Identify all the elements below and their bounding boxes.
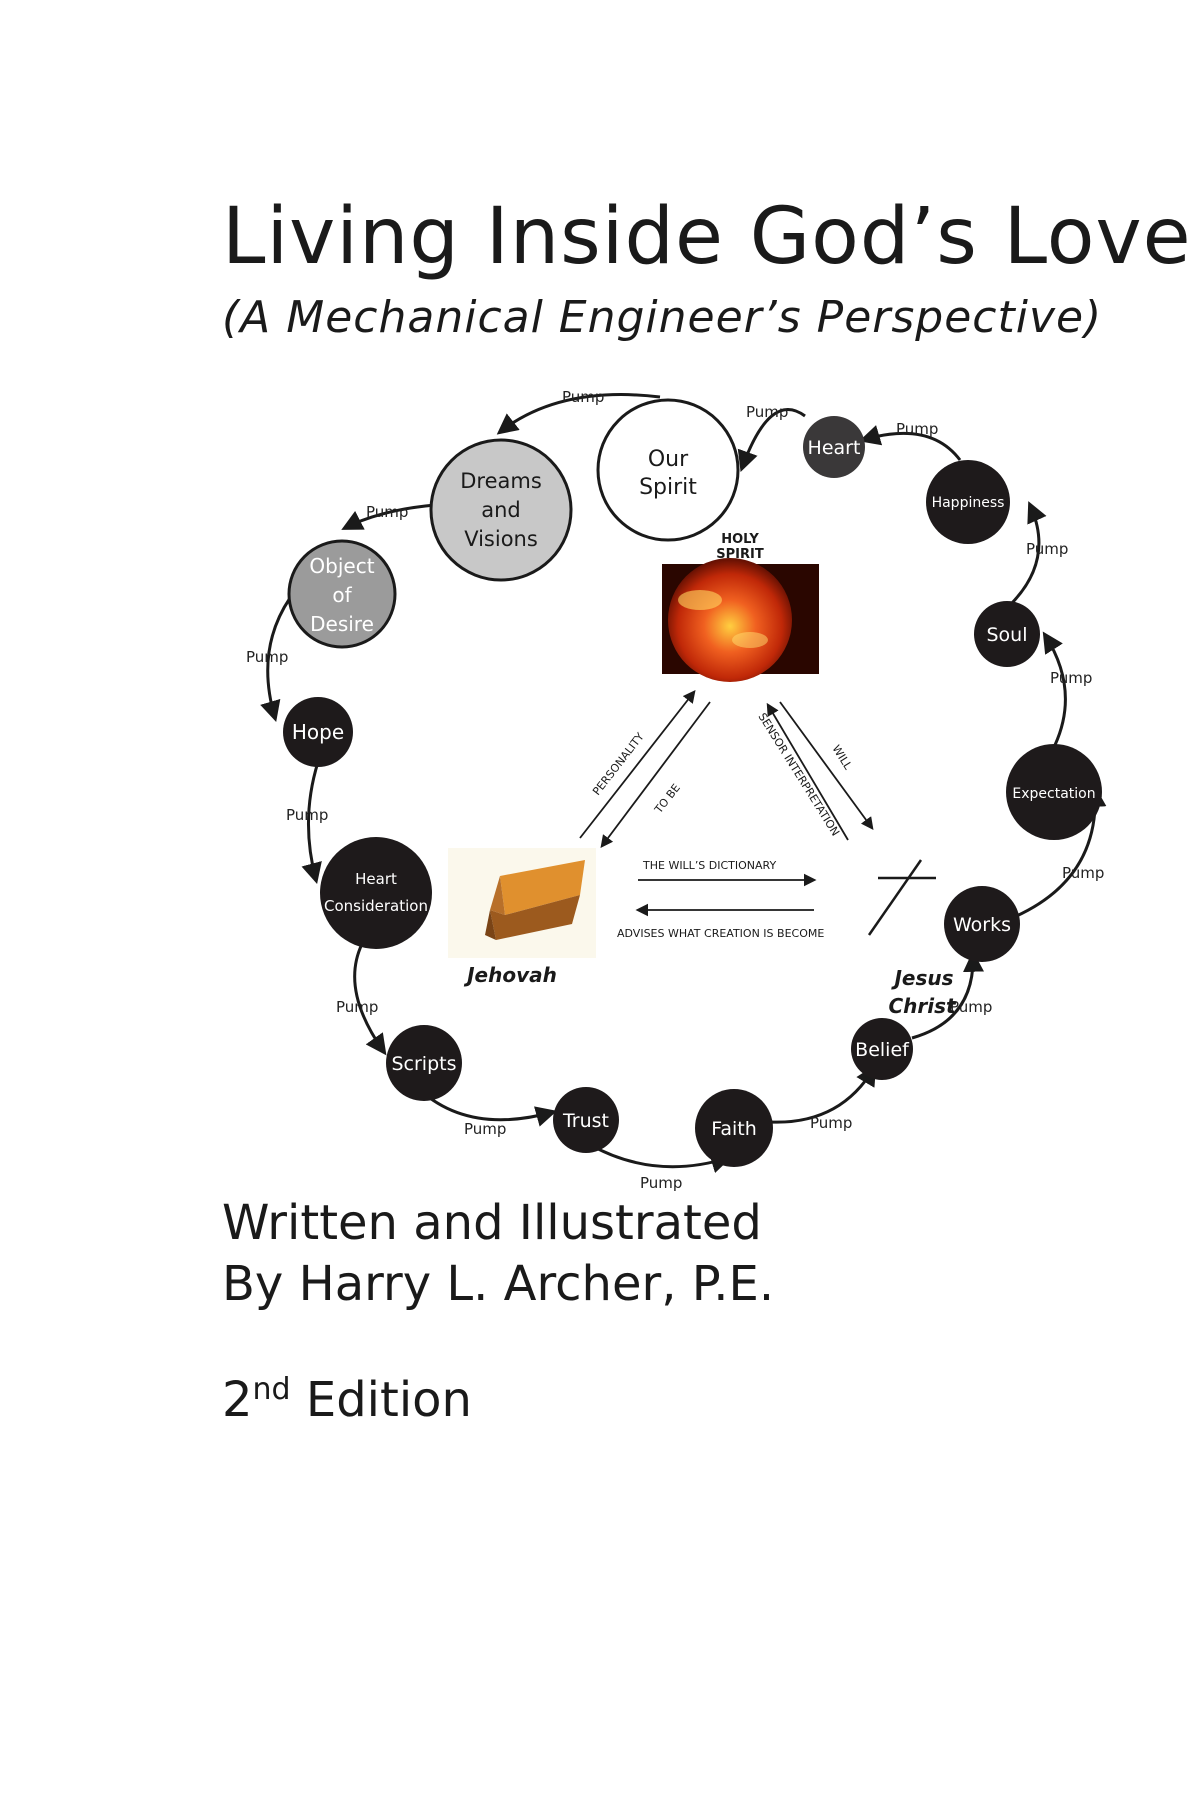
node-heart-consideration: Heart Consideration — [320, 837, 432, 949]
jesus-christ-block: Jesus Christ — [867, 859, 957, 1018]
node-label: Soul — [986, 624, 1027, 646]
pump-label: Pump — [336, 998, 378, 1016]
jehovah-label: Jehovah — [463, 963, 557, 987]
node-heart: Heart — [803, 416, 865, 478]
edition-label: 2nd Edition — [222, 1372, 472, 1428]
node-label: Dreams — [460, 469, 542, 493]
pump-label: Pump — [950, 998, 992, 1016]
node-label: of — [332, 583, 352, 607]
pump-label: Pump — [286, 806, 328, 824]
node-label: Consideration — [324, 897, 428, 915]
node-dreams-and-visions: Dreams and Visions — [429, 438, 573, 582]
node-our-spirit: Our Spirit — [596, 398, 740, 542]
edition-suffix: nd — [252, 1372, 291, 1407]
jehovah-block: Jehovah — [448, 848, 596, 987]
gold-bar-icon — [485, 860, 585, 940]
will-label: WILL — [829, 743, 854, 773]
node-label: Works — [953, 914, 1011, 936]
node-label: Heart — [808, 437, 861, 459]
node-label: Desire — [310, 612, 374, 636]
pump-label: Pump — [1050, 669, 1092, 687]
node-label: Object — [309, 554, 374, 578]
node-faith: Faith — [695, 1089, 773, 1167]
node-label: Heart — [355, 870, 397, 888]
pump-label: Pump — [896, 420, 938, 438]
pump-label: Pump — [1062, 864, 1104, 882]
jesus-label: Jesus — [890, 966, 953, 990]
connector-soul-happiness — [1008, 501, 1047, 607]
pump-label: Pump — [746, 403, 788, 421]
node-label: Scripts — [391, 1053, 456, 1075]
holy-spirit-label: HOLY — [721, 532, 759, 547]
edition-word: Edition — [290, 1372, 472, 1428]
wills-dictionary-label: THE WILL’S DICTIONARY — [642, 859, 777, 872]
node-label: Expectation — [1012, 786, 1095, 802]
to-be-label: TO BE — [652, 782, 683, 817]
connector-expectation-soul — [1042, 631, 1067, 746]
pump-label: Pump — [640, 1174, 682, 1192]
pump-label: Pump — [1026, 540, 1068, 558]
trinity-arrows — [579, 690, 874, 917]
holy-spirit-block: HOLY SPIRIT — [662, 532, 819, 682]
node-expectation: Expectation — [1006, 744, 1102, 840]
connector-heartcons-scripts — [353, 943, 387, 1056]
node-label: Belief — [855, 1039, 910, 1061]
connector-faith-belief — [769, 1064, 877, 1124]
node-scripts: Scripts — [386, 1025, 462, 1101]
credit-line-author: By Harry L. Archer, P.E. — [222, 1256, 775, 1312]
book-subtitle: (A Mechanical Engineer’s Perspective) — [222, 292, 1103, 343]
node-belief: Belief — [851, 1018, 913, 1080]
book-title: Living Inside God’s Love — [222, 192, 1192, 282]
connector-hope-heartcons — [301, 761, 322, 885]
advises-label: ADVISES WHAT CREATION IS BECOME — [617, 927, 824, 940]
node-label: Hope — [292, 720, 344, 744]
connector-happiness-heart — [858, 425, 962, 461]
sun-icon — [668, 558, 792, 682]
christ-label: Christ — [888, 994, 957, 1018]
sensor-interpretation-label: SENSOR INTERPRETATION — [755, 711, 841, 839]
arrow-personality — [579, 690, 696, 839]
trinity-arrow-labels: PERSONALITY TO BE SENSOR INTERPRETATION … — [590, 711, 855, 940]
connector-belief-works — [911, 950, 985, 1040]
node-object-of-desire: Object of Desire — [287, 539, 397, 649]
connector-heart-spirit — [737, 408, 806, 472]
node-label: Visions — [464, 527, 538, 551]
connector-spirit-dreams — [496, 393, 661, 435]
pump-labels: Pump Pump Pump Pump Pump Pump Pump Pump … — [246, 388, 1104, 1192]
pump-label: Pump — [366, 503, 408, 521]
node-label: Happiness — [932, 495, 1005, 511]
edition-number: 2 — [222, 1372, 253, 1428]
arrow-sensor-interpretation — [766, 702, 849, 841]
credit-line-written: Written and Illustrated — [222, 1195, 762, 1251]
node-label: Faith — [711, 1118, 757, 1140]
node-label: Spirit — [639, 475, 697, 500]
pump-label: Pump — [562, 388, 604, 406]
node-happiness: Happiness — [926, 460, 1010, 544]
node-works: Works — [944, 886, 1020, 962]
node-label: Trust — [562, 1110, 609, 1132]
node-hope: Hope — [283, 697, 353, 767]
node-label: and — [481, 498, 521, 522]
arrow-will — [779, 701, 874, 831]
node-trust: Trust — [553, 1087, 619, 1153]
connector-object-hope — [260, 597, 292, 723]
arrow-to-be — [600, 701, 711, 849]
cross-icon — [867, 859, 936, 936]
pump-label: Pump — [810, 1114, 852, 1132]
connector-dreams-object — [341, 503, 436, 530]
node-soul: Soul — [974, 601, 1040, 667]
pump-label: Pump — [464, 1120, 506, 1138]
pump-label: Pump — [246, 648, 288, 666]
node-label: Our — [648, 447, 689, 472]
